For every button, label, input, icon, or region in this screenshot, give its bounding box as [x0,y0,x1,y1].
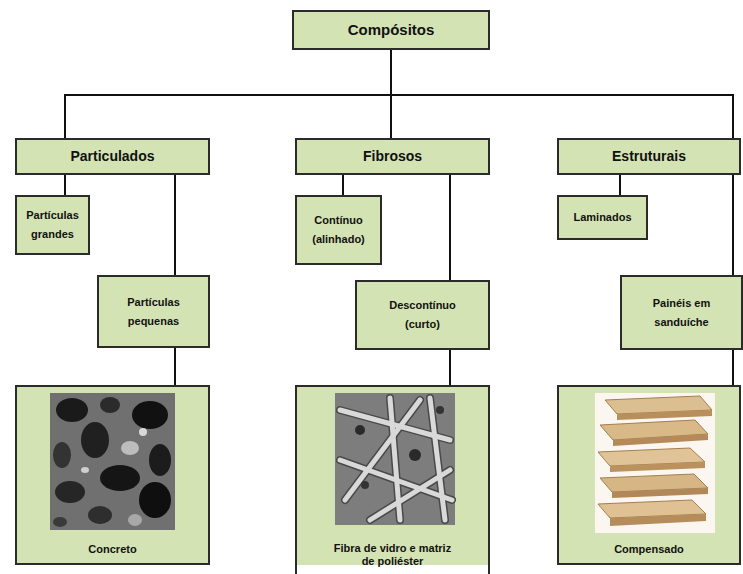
example-panel-fill [295,385,490,565]
tree-connector [174,175,176,275]
tree-connector [174,348,176,385]
node-label: Laminados [573,208,631,227]
tree-connector [64,175,66,195]
concrete-photo [81,422,109,458]
concrete-photo [149,444,171,476]
concrete-photo [50,393,175,530]
glass-fiber-photo [436,406,444,414]
concrete-photo [55,481,85,503]
concrete-photo [81,467,89,473]
example-box: Concreto [15,385,210,565]
tree-connector [449,350,451,385]
concrete-photo [53,517,67,527]
tree-connector [619,175,621,195]
node-label: Concreto [88,543,136,557]
example-panel-fill [15,385,210,565]
node-label: Compensado [614,543,684,557]
concrete-photo [139,428,147,436]
plywood-photo [612,488,708,498]
tree-connector [732,175,734,275]
glass-fiber-photo [335,393,455,525]
category-box: Estruturais [557,138,741,175]
plywood-photo [595,393,715,533]
concrete-photo [132,401,168,429]
tree-connector [342,175,344,195]
example-panel-fill [557,385,741,565]
concrete-photo [53,442,71,468]
node-label: Estruturais [612,145,686,169]
concrete-photo [100,397,120,413]
node-label: Fibrosos [363,145,422,169]
node-label: Fibra de vidro e matriz de poliéster [328,542,458,570]
category-box: Particulados [15,138,210,175]
glass-fiber-photo [361,481,369,489]
plywood-photo [617,410,712,420]
node-label: Contínuo (alinhado) [299,211,378,248]
node-label: Partículas grandes [19,206,86,243]
plywood-photo [610,462,705,472]
concrete-photo [121,441,139,455]
glass-fiber-photo [390,398,400,520]
glass-fiber-photo [340,398,452,520]
glass-fiber-photo [340,398,452,520]
subcategory-box: Painéis em sanduíche [620,275,743,350]
subcategory-box: Partículas pequenas [97,275,210,348]
plywood-photo [595,393,715,533]
concrete-photo [88,506,112,524]
category-box: Fibrosos [295,138,490,175]
concrete-photo [100,465,140,491]
subcategory-box: Laminados [557,195,648,240]
node-label: Particulados [70,145,154,169]
glass-fiber-photo [340,460,452,500]
concrete-photo [56,398,88,422]
glass-fiber-photo [409,449,421,461]
example-box: Fibra de vidro e matriz de poliéster [295,385,490,574]
node-label: Compósitos [348,17,435,43]
subcategory-box: Contínuo (alinhado) [295,195,382,265]
plywood-photo [613,434,708,446]
plywood-photo [610,514,706,526]
node-label: Painéis em sanduíche [626,294,737,331]
concrete-photo [50,393,175,530]
example-box: Compensado [557,385,741,565]
tree-connector [449,175,451,280]
glass-fiber-photo [335,393,455,525]
subcategory-box: Partículas grandes [15,195,90,255]
glass-fiber-photo [430,398,445,520]
example-panel-fill [15,385,741,565]
node-label: Descontínuo (curto) [378,296,468,333]
concrete-photo [128,514,142,526]
concrete-photo [139,482,171,518]
root-category-box: Compósitos [292,10,490,50]
tree-connector [65,50,391,138]
glass-fiber-photo [355,425,365,435]
glass-fiber-photo [430,398,445,520]
subcategory-box: Descontínuo (curto) [355,280,490,350]
node-label: Partículas pequenas [103,293,204,330]
tree-connector [391,50,733,138]
tree-connector [732,350,734,385]
